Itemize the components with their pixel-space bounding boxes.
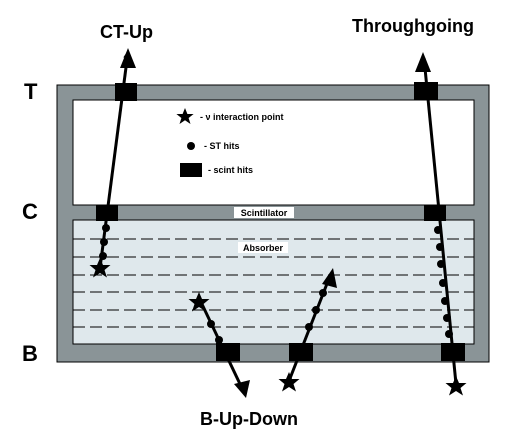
- throughgoing-st-hit: [443, 314, 451, 322]
- b-up-track: [278, 268, 337, 392]
- throughgoing-st-hit: [445, 330, 453, 338]
- ct-up-scint-hit-t: [115, 83, 137, 101]
- b-up-down-label: B-Up-Down: [200, 409, 298, 429]
- throughgoing-scint-hit-c: [424, 205, 446, 221]
- legend-scint-hits-text: - scint hits: [208, 165, 253, 175]
- ct-up-st-hit: [100, 238, 108, 246]
- ct-up-interaction-star-icon: [89, 258, 111, 278]
- throughgoing-scint-hit-t: [414, 82, 438, 100]
- throughgoing-scint-hit-b: [441, 343, 465, 361]
- throughgoing-st-hit: [439, 279, 447, 287]
- legend-star-icon: [176, 108, 194, 124]
- throughgoing-st-hit: [434, 226, 442, 234]
- b-down-arrowhead-icon: [234, 380, 250, 398]
- upper-chamber: [72, 99, 475, 206]
- b-down-st-hit: [215, 336, 223, 344]
- b-down-track: [188, 292, 250, 398]
- row-label-b: B: [22, 341, 38, 366]
- absorber-label-box: [238, 242, 288, 253]
- row-label-c: C: [22, 199, 38, 224]
- b-up-st-hit: [305, 323, 313, 331]
- ct-up-arrowhead-icon: [120, 48, 136, 68]
- throughgoing-label: Throughgoing: [352, 16, 474, 36]
- throughgoing-arrowhead-icon: [415, 52, 431, 72]
- legend-interaction-text: - ν interaction point: [200, 112, 284, 122]
- legend: - ν interaction point - ST hits - scint …: [176, 108, 284, 177]
- b-down-st-hit: [207, 320, 215, 328]
- legend-scint-hit-icon: [180, 163, 202, 177]
- absorber-layers: [73, 238, 474, 328]
- throughgoing-st-hit: [441, 297, 449, 305]
- throughgoing-st-hit: [437, 260, 445, 268]
- absorber-label: Absorber: [243, 243, 284, 253]
- scintillator-label: Scintillator: [241, 208, 288, 218]
- ct-up-label: CT-Up: [100, 22, 153, 42]
- b-up-st-hit: [319, 289, 327, 297]
- throughgoing-track: [414, 52, 467, 396]
- ct-up-st-hit: [99, 252, 107, 260]
- ct-up-track: [89, 48, 137, 278]
- throughgoing-star-icon: [445, 376, 467, 396]
- scintillator-label-box: [234, 207, 294, 218]
- b-up-arrowhead-icon: [322, 268, 337, 288]
- ct-up-scint-hit-c: [96, 205, 118, 221]
- b-up-interaction-star-icon: [278, 372, 300, 392]
- b-down-interaction-star-icon: [188, 292, 210, 312]
- legend-st-hits-text: - ST hits: [204, 141, 240, 151]
- b-up-scint-hit: [289, 343, 313, 361]
- absorber-region: [72, 219, 475, 345]
- row-label-t: T: [24, 79, 38, 104]
- throughgoing-st-hit: [436, 243, 444, 251]
- b-up-st-hit: [312, 306, 320, 314]
- ct-up-st-hit: [102, 224, 110, 232]
- b-down-scint-hit: [216, 343, 240, 361]
- legend-st-hit-icon: [187, 142, 195, 150]
